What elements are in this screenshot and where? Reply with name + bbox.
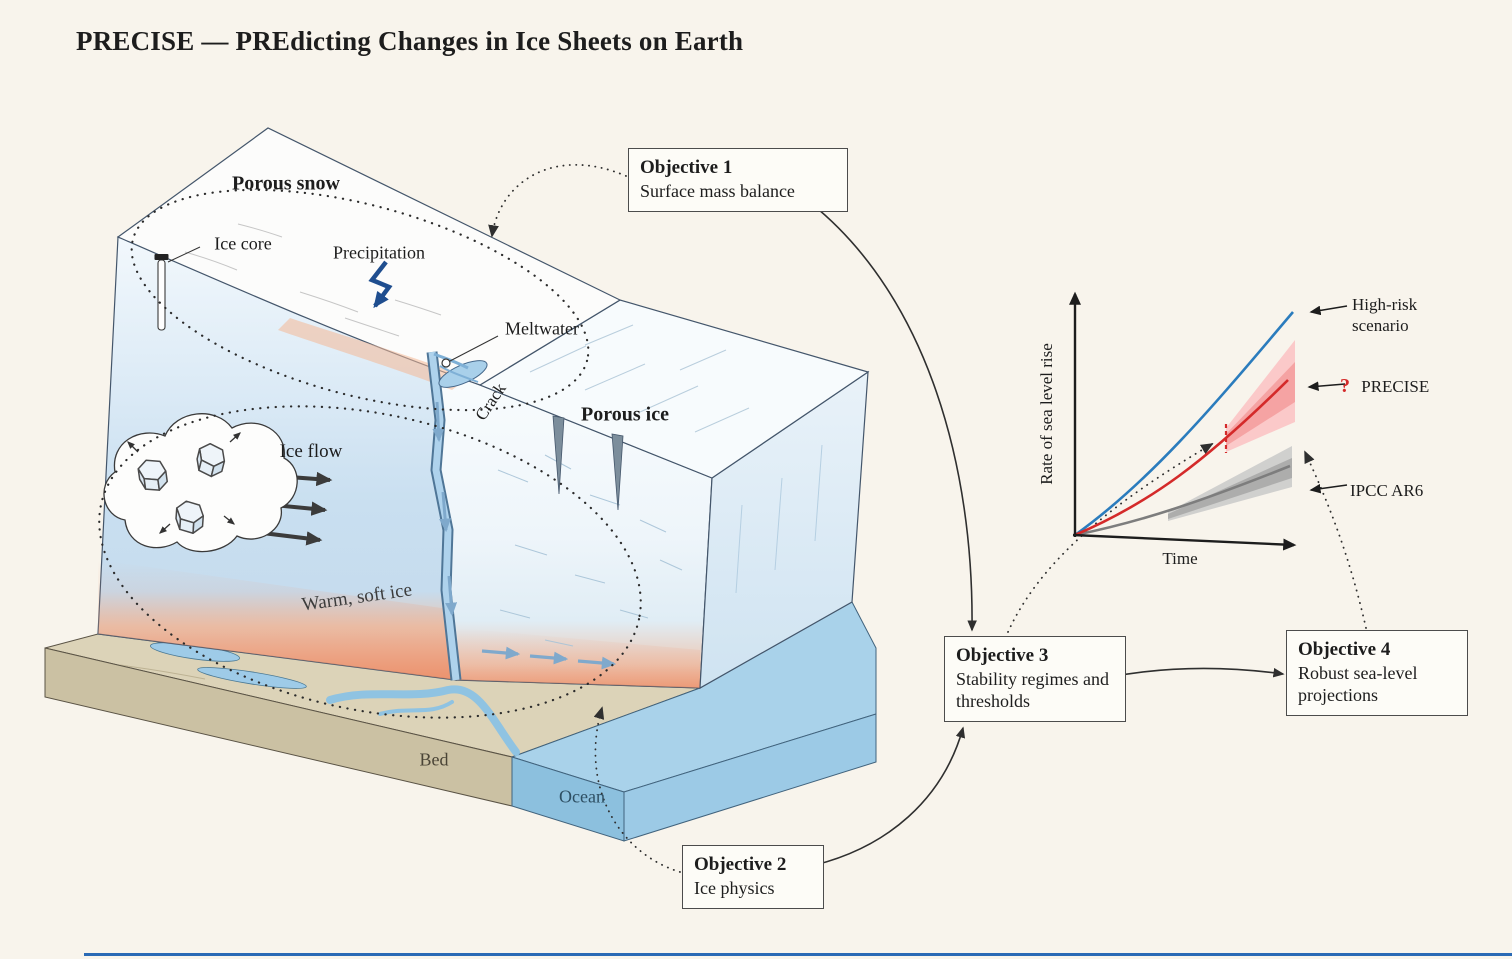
ice-core-leader-line <box>167 246 201 263</box>
crevasse-slits <box>552 415 624 511</box>
chart-x-axis-label: Time <box>1162 549 1198 568</box>
chart-axes <box>1069 291 1297 551</box>
label-bed: Bed <box>419 749 449 770</box>
bottom-rule-line <box>84 953 1512 956</box>
objective-4-title: Objective 4 <box>1298 639 1391 660</box>
legend-ipcc-ar6: IPCC AR6 <box>1350 481 1424 500</box>
objective-1-title: Objective 1 <box>640 157 733 178</box>
label-precipitation: Precipitation <box>333 242 425 263</box>
crack-channel <box>426 351 462 681</box>
snow-surface <box>116 127 622 386</box>
arrow-obj4-to-chart <box>1304 450 1367 629</box>
microstructure-cloud <box>103 413 298 553</box>
arrow-obj3-to-chart <box>1007 443 1214 633</box>
objective-3-subtitle: Stability regimes and thresholds <box>956 668 1109 711</box>
objective-4-box: Objective 4 Robust sea-level projections <box>1286 630 1468 717</box>
precise-line <box>1074 379 1289 537</box>
warm-ice-zone <box>98 560 456 680</box>
basal-flow-arrows <box>481 646 617 670</box>
crystal-motion-arrows <box>127 432 241 534</box>
label-ocean: Ocean <box>559 786 605 807</box>
page-title: PRECISE — PREdicting Changes in Ice Shee… <box>76 26 744 56</box>
objective-3-title: Objective 3 <box>956 645 1049 666</box>
chart-y-axis-label: Rate of sea level rise <box>1037 343 1056 485</box>
precise-question-mark: ? <box>1340 375 1350 397</box>
label-meltwater: Meltwater <box>505 318 579 339</box>
objective1-region-ellipse <box>130 188 590 412</box>
cliff-crackle-texture <box>497 454 683 647</box>
objective-1-subtitle: Surface mass balance <box>640 180 795 201</box>
ice-crystal-icon <box>174 499 205 535</box>
meltwater-marker <box>441 358 451 368</box>
porous-top-texture <box>529 324 750 433</box>
objective-1-box: Objective 1 Surface mass balance <box>628 148 848 212</box>
snow-texture-lines <box>184 223 442 337</box>
ground <box>44 601 877 842</box>
objective-2-subtitle: Ice physics <box>694 877 775 898</box>
legend-precise-label: PRECISE <box>1361 377 1430 396</box>
pointer-high-risk <box>1309 305 1348 316</box>
objective2-region-ellipse <box>98 405 642 719</box>
crack-flow-arrows <box>432 401 458 617</box>
objective-3-box: Objective 3 Stability regimes and thresh… <box>944 636 1126 723</box>
pointer-ipcc <box>1309 483 1348 494</box>
objective-2-box: Objective 2 Ice physics <box>682 845 824 909</box>
high-risk-line <box>1074 311 1294 537</box>
surface-melt-tint <box>278 318 468 390</box>
arrow-obj3-to-obj4 <box>1103 667 1285 679</box>
precise-band-inner <box>1226 362 1295 446</box>
region-ellipses <box>98 188 642 719</box>
legend-high-risk-scenario: High-risk scenario <box>1352 295 1418 336</box>
objective-4-subtitle: Robust sea-level projections <box>1298 662 1418 705</box>
arrow-obj1-to-obj3 <box>811 203 977 632</box>
ocean-right-face <box>623 713 877 842</box>
sea-level-chart <box>1069 291 1348 551</box>
objective-2-title: Objective 2 <box>694 854 787 875</box>
pointer-precise <box>1307 381 1346 391</box>
legend-precise: ? PRECISE <box>1340 374 1429 399</box>
ipcc-line <box>1074 464 1291 537</box>
label-porous-ice: Porous ice <box>581 403 669 426</box>
right-face-streaks <box>735 444 823 594</box>
arrow-obj1-to-surface <box>488 163 627 238</box>
arrow-obj2-to-obj3 <box>801 726 966 869</box>
label-porous-snow: Porous snow <box>232 172 340 195</box>
label-ice-core: Ice core <box>214 233 272 254</box>
precipitation-arrow-icon <box>368 260 393 309</box>
x-axis <box>1072 533 1297 551</box>
label-ice-flow: Ice flow <box>279 441 343 462</box>
legend-pointer-arrows <box>1307 305 1348 494</box>
cliff-warm-zone <box>456 628 700 688</box>
meltwater-leader-line <box>449 335 499 362</box>
cloud-outline <box>103 413 298 553</box>
ice-core-rod <box>154 246 201 331</box>
meltwater-pond <box>433 335 499 388</box>
